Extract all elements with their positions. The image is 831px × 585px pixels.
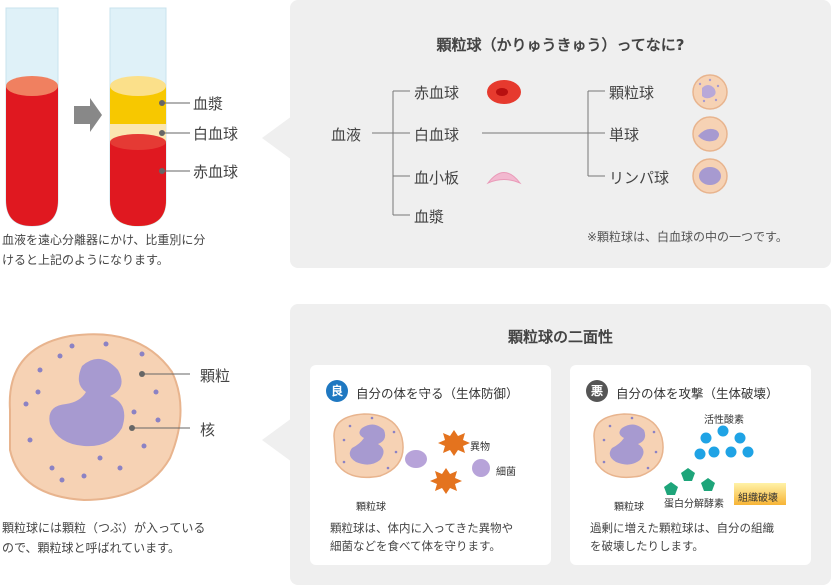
label-white-blood-cells: 白血球 — [193, 125, 239, 143]
test-tube-whole-blood — [5, 7, 59, 227]
label-bacteria: 細菌 — [496, 467, 516, 478]
granulocyte-attack-icon — [593, 413, 664, 479]
label-monocyte: 単球 — [609, 126, 640, 144]
tube-label-leaders — [162, 102, 190, 172]
label-tissue-destruction: 組織破壊 — [738, 493, 778, 504]
panel2-title: 顆粒球の二面性 — [507, 328, 613, 346]
protect-text-line1: 顆粒球は、体内に入ってきた異物や — [330, 521, 514, 535]
lymphocyte-icon — [692, 158, 728, 194]
nucleus-shape — [49, 358, 125, 447]
panel1-title: 顆粒球（かりゅうきゅう）ってなに? — [436, 36, 685, 54]
heading-attack: 自分の体を攻撃（生体破壊） — [616, 386, 779, 401]
label-granulocyte-good: 顆粒球 — [356, 502, 386, 513]
test-tube-separated — [109, 7, 167, 227]
granulocyte-caption-line2: ので、顆粒球と呼ばれています。 — [2, 541, 180, 555]
label-granulocyte-bad: 顆粒球 — [614, 502, 644, 513]
label-wbc: 白血球 — [414, 126, 460, 144]
label-plasma-tree: 血漿 — [414, 208, 445, 226]
panel2-pointer — [262, 418, 292, 462]
label-rbc: 赤血球 — [414, 84, 460, 102]
label-reactive-oxygen: 活性酸素 — [704, 415, 744, 426]
tubes-caption-line1: 血液を遠心分離器にかけ、比重別に分 — [2, 233, 206, 247]
panel1-note: ※顆粒球は、白血球の中の一つです。 — [587, 230, 788, 244]
label-protease: 蛋白分解酵素 — [664, 499, 724, 510]
granulocyte-caption-line1: 顆粒球には顆粒（つぶ）が入っている — [2, 521, 206, 535]
panel1-pointer — [262, 116, 292, 160]
label-platelet: 血小板 — [414, 169, 460, 187]
label-blood: 血液 — [331, 126, 362, 144]
attack-text-line2: を破壊したりします。 — [590, 539, 704, 553]
badge-good: 良 — [326, 380, 348, 402]
platelet-icon — [486, 172, 522, 185]
panel-what-is-granulocyte — [290, 0, 831, 268]
label-granule: 顆粒 — [200, 367, 231, 385]
monocyte-icon — [692, 116, 728, 152]
granulocyte-protect-icon — [333, 413, 427, 479]
heading-protect: 自分の体を守る（生体防御） — [356, 386, 519, 401]
badge-bad: 悪 — [586, 380, 608, 402]
tubes-caption-line2: けると上記のようになります。 — [2, 253, 169, 267]
foreign-body-icon — [430, 430, 470, 494]
separation-arrow — [74, 98, 102, 132]
label-red-blood-cells: 赤血球 — [193, 163, 239, 181]
tissue-destruction-box — [734, 483, 786, 505]
attack-text-line1: 過剰に増えた顆粒球は、自分の組織 — [590, 521, 774, 535]
label-foreign: 異物 — [470, 442, 490, 453]
protect-text-line2: 細菌などを食べて体を守ります。 — [330, 539, 501, 553]
label-lymphocyte: リンパ球 — [609, 169, 670, 187]
reactive-oxygen-icon — [694, 425, 754, 460]
bacteria-icon — [472, 459, 490, 477]
red-blood-cell-icon — [487, 80, 521, 104]
label-nucleus: 核 — [200, 421, 216, 439]
label-granulocyte: 顆粒球 — [609, 84, 655, 102]
protease-icon — [664, 468, 715, 495]
granulocyte-small-icon — [692, 74, 728, 110]
label-plasma: 血漿 — [193, 95, 224, 113]
